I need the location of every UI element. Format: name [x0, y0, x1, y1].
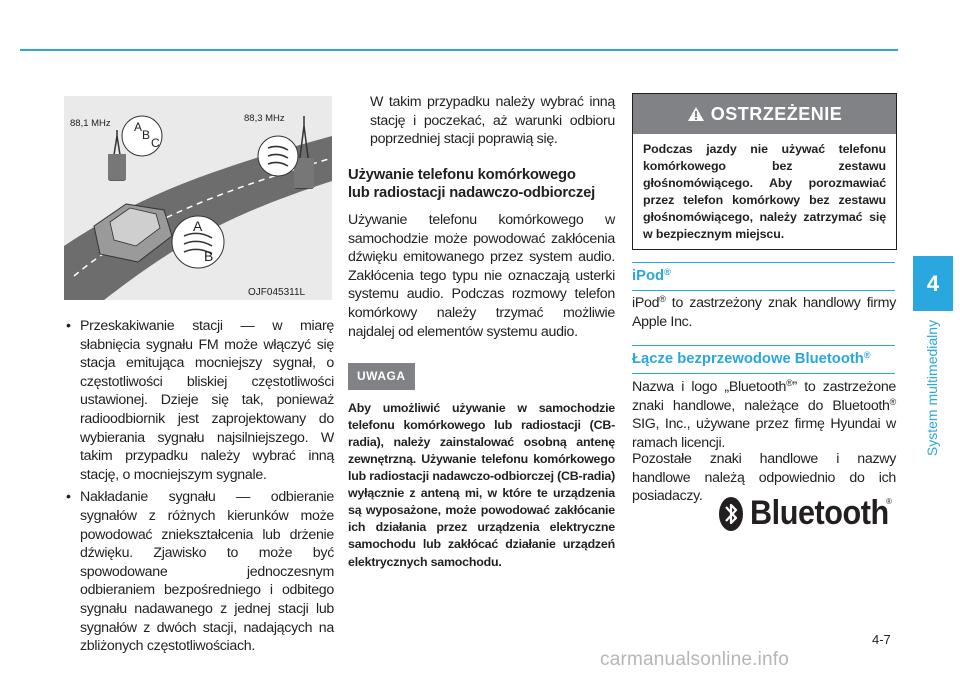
bullet-text: Nakładanie sygnału — odbieranie sygnałów… — [80, 489, 334, 655]
letter-a-car: A — [193, 218, 203, 234]
header-rule — [20, 49, 898, 51]
ipod-rule-top — [632, 262, 895, 263]
ipod-heading: iPod® — [632, 262, 895, 291]
warning-triangle-icon — [687, 107, 704, 121]
registered-mark: ® — [659, 294, 666, 304]
left-frequency-label: 88,1 MHz — [70, 118, 111, 129]
left-antenna-tower-icon — [108, 130, 126, 181]
bullet-dot: • — [66, 489, 71, 506]
bluetooth-paragraph-2: Pozostałe znaki handlowe i nazwy handlow… — [632, 451, 896, 505]
bluetooth-rune-icon — [719, 496, 743, 531]
bullet-dot: • — [66, 318, 71, 334]
warning-header: OSTRZEŻENIE — [633, 94, 896, 134]
bluetooth-rule-top — [632, 345, 895, 346]
watermark: carmanualsonline.info — [600, 649, 790, 670]
car-icon — [93, 203, 173, 263]
middle-column: W takim przypadku należy wybrać inną sta… — [348, 93, 615, 571]
section-heading: Używanie telefonu komórkowego lub radios… — [348, 166, 615, 203]
right-frequency-label: 88,3 MHz — [244, 113, 285, 124]
ipod-rule-bottom — [632, 290, 895, 291]
letter-a-left: A — [134, 120, 143, 134]
registered-mark: ® — [889, 396, 897, 407]
bluetooth-rule-bottom — [632, 373, 895, 374]
bluetooth-p1-a: Nazwa i logo „Bluetooth — [632, 379, 787, 395]
right-antenna-tower-icon — [294, 116, 314, 189]
bluetooth-paragraph-1: Nazwa i logo „Bluetooth®” to zastrzeżone… — [632, 378, 896, 452]
bluetooth-logo: Bluetooth — [718, 494, 904, 533]
letter-b-left: B — [142, 128, 151, 142]
chapter-title: System multimedialny — [912, 318, 952, 458]
note-badge: UWAGA — [348, 363, 415, 390]
letter-c-left: C — [151, 136, 160, 150]
reception-illustration — [64, 115, 332, 300]
figure-code: OJF045311L — [248, 287, 306, 298]
reception-diagram: 88,1 MHz 88,3 MHz A B C A B — [64, 96, 332, 300]
ipod-text: iPod® to zastrzeżony znak handlowy firmy… — [632, 294, 896, 331]
bullet-item: • Nakładanie sygnału — odbieranie sygnał… — [64, 488, 334, 655]
ipod-heading-text: iPod — [632, 268, 665, 284]
bluetooth-wordmark: Bluetooth — [750, 494, 889, 532]
bluetooth-logo-registered: ® — [886, 497, 892, 506]
bullet-item: • Przeskakiwanie stacji — w miarę słabni… — [64, 317, 334, 484]
registered-mark: ® — [664, 267, 671, 277]
warning-text: Podczas jazdy nie używać telefonu komórk… — [643, 142, 886, 241]
bluetooth-heading: Łącze bezprzewodowe Bluetooth® — [632, 345, 895, 374]
chapter-title-text: System multimedialny — [924, 319, 940, 457]
bluetooth-p1-b: ” to zastrzeżone znaki handlowe, należąc… — [632, 379, 896, 414]
bullet-text: Przeskakiwanie stacji — w miarę słabnięc… — [80, 318, 334, 483]
section-heading-line1: Używanie telefonu komórkowego — [348, 166, 576, 183]
warning-title: OSTRZEŻENIE — [710, 103, 843, 124]
note-text: Aby umożliwić używanie w samochodzie tel… — [348, 400, 615, 569]
warning-box: OSTRZEŻENIE Podczas jazdy nie używać tel… — [632, 93, 897, 250]
bluetooth-p1-c: SIG, Inc., używane przez firmę Hyundai w… — [632, 416, 896, 451]
ipod-text-post: to zastrzeżony znak handlowy firmy Apple… — [632, 295, 896, 330]
letter-b-car: B — [204, 248, 214, 264]
page-number: 4-7 — [872, 632, 891, 647]
continuation-text: W takim przypadku należy wybrać inną sta… — [370, 94, 615, 148]
registered-mark: ® — [863, 350, 871, 360]
left-column: • Przeskakiwanie stacji — w miarę słabni… — [64, 317, 334, 660]
section-heading-line2: lub radiostacji nadawczo-odbiorczej — [348, 185, 596, 202]
registered-mark: ® — [786, 378, 793, 388]
bluetooth-heading-text: Łącze bezprzewodowe Bluetooth — [632, 351, 864, 367]
section-paragraph: Używanie telefonu komórkowego w samochod… — [348, 211, 615, 340]
chapter-tab: 4 — [913, 256, 953, 311]
ipod-text-pre: iPod — [632, 295, 660, 311]
